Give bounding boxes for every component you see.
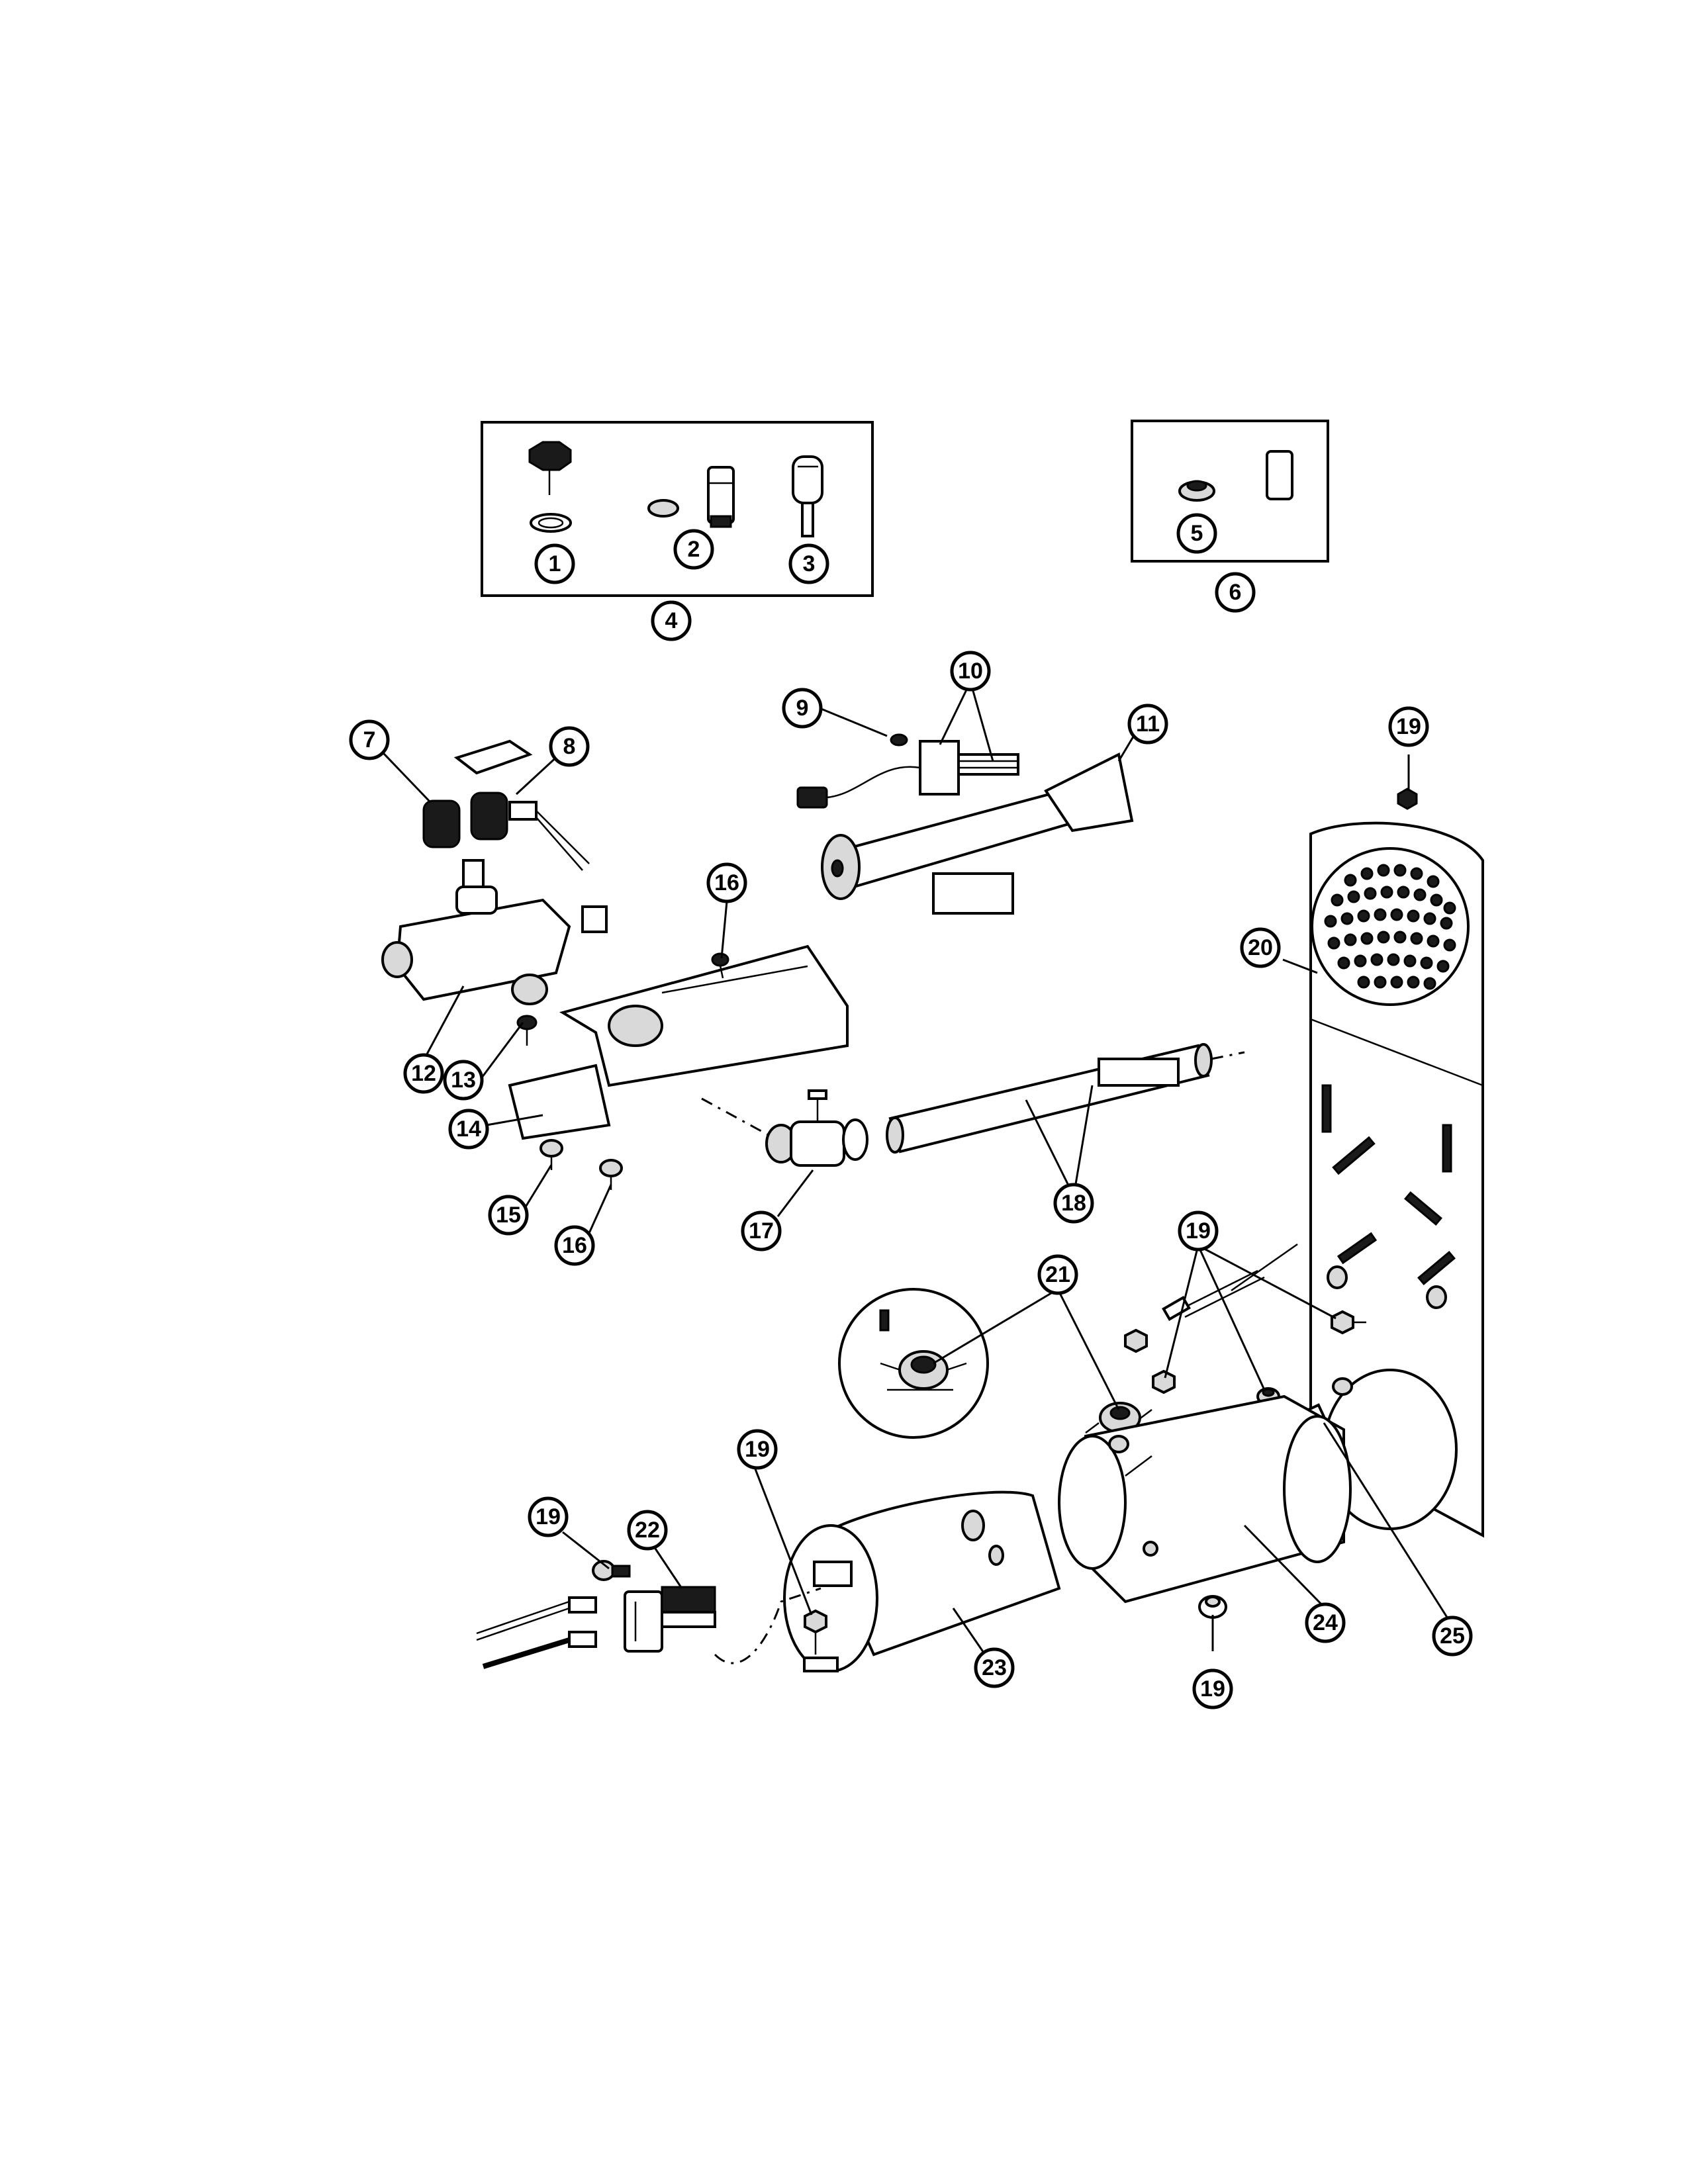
callout-10: 10 (950, 651, 991, 692)
combustion-chamber-23 (783, 1490, 1061, 1672)
svg-text:4: 4 (665, 608, 678, 633)
kit-box-6 (1131, 420, 1329, 563)
svg-text:21: 21 (1045, 1262, 1070, 1287)
callout-8: 8 (549, 726, 590, 767)
igniter-bracket-10 (919, 740, 1019, 796)
callout-24: 24 (1305, 1602, 1346, 1643)
svg-text:9: 9 (796, 696, 809, 721)
callout-7: 7 (349, 719, 390, 760)
leader-lines (369, 681, 1451, 1655)
svg-text:6: 6 (1229, 580, 1242, 605)
svg-text:18: 18 (1061, 1191, 1086, 1216)
callout-19-lower-right: 19 (1192, 1668, 1233, 1709)
svg-text:22: 22 (635, 1518, 660, 1543)
callout-22: 22 (627, 1510, 668, 1551)
callout-15: 15 (488, 1195, 529, 1236)
svg-text:19: 19 (536, 1504, 561, 1529)
svg-text:24: 24 (1313, 1610, 1338, 1635)
gas-valve-12 (381, 859, 608, 1005)
callout-13: 13 (443, 1060, 484, 1101)
svg-text:1: 1 (549, 551, 561, 576)
screw-19-chamber (804, 1609, 827, 1655)
callout-5: 5 (1176, 513, 1217, 554)
screw-19-sensor-a (1124, 1328, 1148, 1353)
callout-4: 4 (651, 600, 692, 641)
callout-16-lower: 16 (554, 1225, 595, 1266)
shutoff-valve-17 (765, 1089, 868, 1167)
wires-upper-right (1162, 1243, 1298, 1322)
screw-19-lower-right (1198, 1595, 1227, 1619)
gas-pipe-18 (886, 1043, 1213, 1154)
callout-19-chamber: 19 (737, 1429, 778, 1470)
burner-11 (821, 752, 1134, 915)
sensor-detail-inset (838, 1288, 989, 1439)
wire-connector-9 (796, 733, 921, 809)
svg-text:11: 11 (1136, 711, 1160, 737)
callout-14: 14 (448, 1109, 489, 1150)
screw-19-sensor-b (1152, 1369, 1176, 1394)
screw-16-upper (711, 952, 729, 979)
callout-11: 11 (1127, 704, 1168, 745)
callout-20: 20 (1240, 927, 1281, 968)
callout-21: 21 (1037, 1254, 1078, 1295)
svg-text:23: 23 (982, 1655, 1007, 1680)
svg-text:8: 8 (563, 734, 576, 759)
svg-text:16: 16 (562, 1233, 587, 1258)
svg-text:16: 16 (714, 870, 739, 895)
svg-text:7: 7 (363, 727, 376, 752)
svg-text:3: 3 (803, 551, 816, 576)
screw-15 (539, 1139, 563, 1170)
part-5-plug (1178, 480, 1215, 502)
svg-text:5: 5 (1191, 521, 1203, 546)
kit-box-4 (481, 421, 874, 597)
callout-25: 25 (1432, 1615, 1473, 1657)
callout-16-upper: 16 (706, 862, 747, 903)
rear-panel-20 (1309, 821, 1484, 1538)
callout-1: 1 (534, 543, 575, 584)
duct-24 (1058, 1394, 1352, 1604)
callout-18: 18 (1053, 1183, 1094, 1224)
callout-17: 17 (741, 1210, 782, 1251)
svg-text:19: 19 (1396, 714, 1421, 739)
svg-text:17: 17 (749, 1218, 774, 1244)
part-6-fitting (1266, 450, 1293, 500)
callout-6: 6 (1215, 572, 1256, 613)
coil-assembly-7-8 (422, 739, 590, 871)
callout-3: 3 (788, 543, 829, 584)
svg-text:19: 19 (1186, 1218, 1211, 1244)
svg-text:12: 12 (411, 1061, 436, 1086)
svg-text:14: 14 (456, 1116, 481, 1142)
svg-text:20: 20 (1248, 935, 1273, 960)
callout-23: 23 (974, 1647, 1015, 1688)
svg-text:10: 10 (958, 659, 983, 684)
screw-13 (516, 1015, 538, 1046)
screw-19-panel-top (1397, 788, 1418, 810)
svg-text:15: 15 (496, 1203, 521, 1228)
screw-19-thermostat (592, 1560, 631, 1581)
thermostat-22 (624, 1586, 716, 1653)
callout-2: 2 (673, 529, 714, 570)
screw-16-lower (599, 1159, 623, 1190)
callout-19-upper-right: 19 (1178, 1210, 1219, 1251)
svg-text:19: 19 (1200, 1676, 1225, 1702)
part-2-fitting (647, 466, 735, 528)
svg-text:19: 19 (745, 1437, 770, 1462)
callout-12: 12 (403, 1053, 444, 1094)
part-3-orifice (792, 455, 823, 537)
svg-text:13: 13 (451, 1068, 476, 1093)
callout-19-thermostat: 19 (528, 1496, 569, 1537)
callout-9: 9 (782, 688, 823, 729)
bracket-14 (508, 944, 849, 1140)
part-1-knob (528, 441, 572, 533)
callout-19-panel-top: 19 (1388, 706, 1429, 747)
vent-holes (1324, 864, 1456, 990)
svg-text:25: 25 (1440, 1623, 1465, 1649)
wire-leads (476, 1596, 597, 1669)
sensor-21 (1085, 1402, 1152, 1433)
svg-text:2: 2 (688, 537, 700, 562)
screw-19-upper-right (1331, 1310, 1366, 1335)
